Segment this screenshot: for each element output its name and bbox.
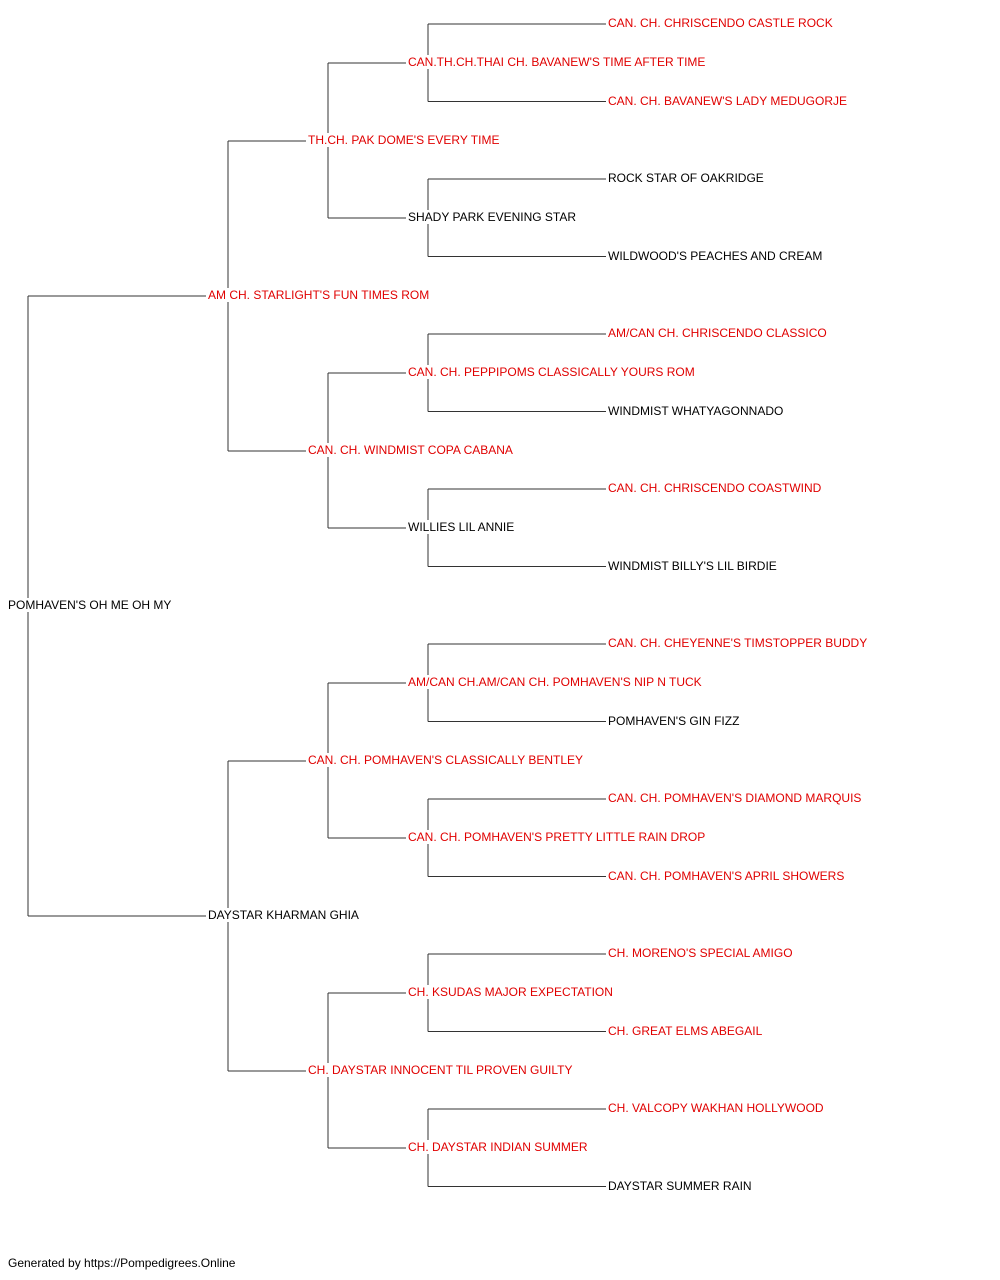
- dog-name-gen4: CH. VALCOPY WAKHAN HOLLYWOOD: [608, 1101, 825, 1115]
- dog-name-gen4: CAN. CH. CHRISCENDO CASTLE ROCK: [608, 16, 834, 30]
- dog-name-gen2: CAN. CH. WINDMIST COPA CABANA: [308, 443, 514, 457]
- dog-name-gen2: CAN. CH. POMHAVEN'S CLASSICALLY BENTLEY: [308, 753, 585, 767]
- dog-name-gen4: WINDMIST WHATYAGONNADO: [608, 403, 785, 418]
- dog-name-gen4: CAN. CH. CHRISCENDO COASTWIND: [608, 481, 823, 495]
- dog-name-gen1: DAYSTAR KHARMAN GHIA: [208, 908, 360, 922]
- dog-name-gen4: CAN. CH. CHEYENNE'S TIMSTOPPER BUDDY: [608, 636, 869, 650]
- dog-name-gen4: AM/CAN CH. CHRISCENDO CLASSICO: [608, 326, 828, 340]
- dog-name-gen2: TH.CH. PAK DOME'S EVERY TIME: [308, 133, 501, 147]
- dog-name-gen3: SHADY PARK EVENING STAR: [408, 210, 578, 224]
- dog-name-gen4: WINDMIST BILLY'S LIL BIRDIE: [608, 558, 778, 573]
- dog-name-gen4: DAYSTAR SUMMER RAIN: [608, 1178, 753, 1193]
- dog-name-gen4: WILDWOOD'S PEACHES AND CREAM: [608, 248, 824, 263]
- dog-name-gen4: CAN. CH. POMHAVEN'S DIAMOND MARQUIS: [608, 791, 863, 805]
- dog-name-gen4: POMHAVEN'S GIN FIZZ: [608, 713, 741, 728]
- dog-name-gen4: ROCK STAR OF OAKRIDGE: [608, 171, 765, 185]
- dog-name-gen3: CH. KSUDAS MAJOR EXPECTATION: [408, 985, 614, 999]
- dog-name-gen3: CAN.TH.CH.THAI CH. BAVANEW'S TIME AFTER …: [408, 55, 707, 69]
- dog-name-gen3: WILLIES LIL ANNIE: [408, 520, 516, 534]
- dog-name-gen4: CH. MORENO'S SPECIAL AMIGO: [608, 946, 794, 960]
- dog-name-gen3: CH. DAYSTAR INDIAN SUMMER: [408, 1140, 589, 1154]
- generated-by-footer: Generated by https://Pompedigrees.Online: [8, 1256, 236, 1270]
- dog-name-gen4: CAN. CH. BAVANEW'S LADY MEDUGORJE: [608, 93, 848, 108]
- dog-name-gen4: CH. GREAT ELMS ABEGAIL: [608, 1023, 764, 1038]
- dog-name-gen0: POMHAVEN'S OH ME OH MY: [8, 598, 173, 612]
- dog-name-gen4: CAN. CH. POMHAVEN'S APRIL SHOWERS: [608, 868, 846, 883]
- dog-name-gen3: CAN. CH. POMHAVEN'S PRETTY LITTLE RAIN D…: [408, 830, 707, 844]
- dog-name-gen2: CH. DAYSTAR INNOCENT TIL PROVEN GUILTY: [308, 1063, 574, 1077]
- dog-name-gen1: AM CH. STARLIGHT'S FUN TIMES ROM: [208, 288, 431, 302]
- dog-name-gen3: CAN. CH. PEPPIPOMS CLASSICALLY YOURS ROM: [408, 365, 696, 379]
- dog-name-gen3: AM/CAN CH.AM/CAN CH. POMHAVEN'S NIP N TU…: [408, 675, 703, 689]
